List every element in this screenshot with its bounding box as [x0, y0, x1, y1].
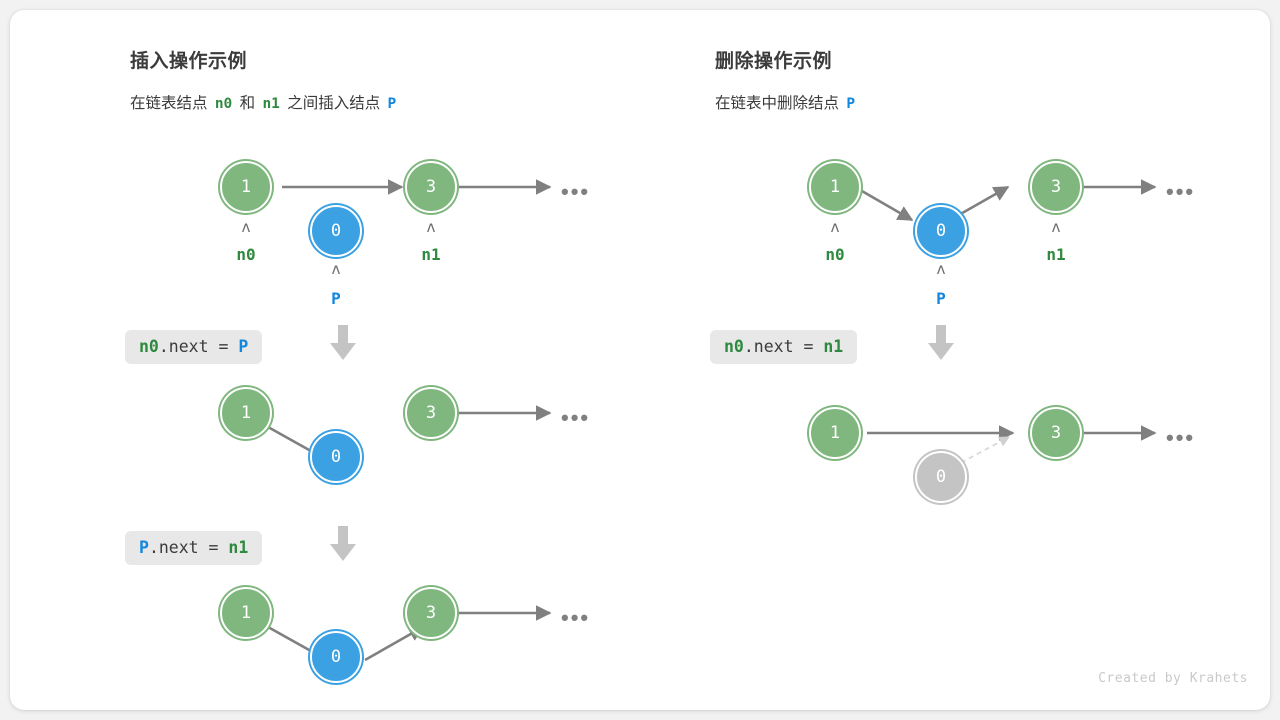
- caret-icon: ʌ: [426, 218, 436, 236]
- pointer-label-n0: n0: [236, 245, 256, 264]
- caret-icon: ʌ: [830, 218, 840, 236]
- node-value: 3: [405, 587, 457, 639]
- code-chip-delete-1: n0.next = n1: [710, 330, 858, 364]
- delete-panel-title: 删除操作示例: [715, 51, 833, 72]
- insert-panel-title: 插入操作示例: [130, 51, 248, 72]
- node-value: 0: [310, 431, 362, 483]
- down-arrow-icon: [330, 526, 356, 561]
- node-value: 1: [809, 161, 861, 213]
- pointer-label-n1: n1: [1046, 245, 1066, 264]
- caret-icon: ʌ: [331, 260, 341, 278]
- code-token-n0: n0: [139, 337, 159, 356]
- subtitle-text-3: 之间插入结点: [287, 95, 381, 112]
- subtitle-token-p: P: [387, 96, 397, 112]
- node-value-deleted: 0: [915, 451, 967, 503]
- subtitle-token-p: P: [846, 96, 856, 112]
- code-chip-insert-2: P.next = n1: [125, 531, 263, 565]
- pointer-label-n0: n0: [825, 245, 845, 264]
- code-chip-insert-1: n0.next = P: [125, 330, 263, 364]
- down-arrow-icon: [330, 325, 356, 360]
- node-value: 3: [405, 161, 457, 213]
- code-token-n0: n0: [724, 337, 744, 356]
- subtitle-text-1: 在链表结点: [130, 95, 208, 112]
- subtitle-text-2: 和: [239, 95, 256, 112]
- pointer-label-p: P: [331, 289, 341, 308]
- ellipsis-dots: •••: [1166, 179, 1196, 204]
- node-value: 0: [310, 631, 362, 683]
- panel-insert: 插入操作示例 在链表结点 n0 和 n1 之间插入结点 P: [120, 10, 710, 710]
- code-token-p: P: [139, 538, 149, 557]
- node-value: 3: [405, 387, 457, 439]
- ellipsis-dots: •••: [561, 405, 591, 430]
- node-value: 3: [1030, 161, 1082, 213]
- node-value: 1: [220, 387, 272, 439]
- node-value: 1: [220, 587, 272, 639]
- pointer-label-n1: n1: [421, 245, 441, 264]
- code-token-n1: n1: [823, 337, 844, 356]
- node-value: 1: [220, 161, 272, 213]
- caret-icon: ʌ: [1051, 218, 1061, 236]
- credit-text: Created by Krahets: [1098, 671, 1248, 686]
- code-token-p: P: [238, 337, 249, 356]
- code-token-n1: n1: [228, 538, 249, 557]
- ellipsis-dots: •••: [561, 179, 591, 204]
- insert-panel-subtitle: 在链表结点 n0 和 n1 之间插入结点 P: [130, 91, 399, 113]
- subtitle-token-n1: n1: [262, 96, 280, 112]
- code-token-next: .next =: [148, 538, 229, 557]
- code-token-next: .next =: [743, 337, 824, 356]
- subtitle-text-1: 在链表中删除结点: [715, 95, 840, 112]
- caret-icon: ʌ: [241, 218, 251, 236]
- node-value: 3: [1030, 407, 1082, 459]
- delete-connectors: [854, 179, 1157, 468]
- node-value: 1: [809, 407, 861, 459]
- ellipsis-dots: •••: [1166, 425, 1196, 450]
- ellipsis-dots: •••: [561, 605, 591, 630]
- caret-icon: ʌ: [936, 260, 946, 278]
- delete-panel-subtitle: 在链表中删除结点 P: [715, 91, 858, 113]
- node-value: 0: [310, 205, 362, 257]
- pointer-label-p: P: [936, 289, 946, 308]
- panel-delete: 删除操作示例 在链表中删除结点 P 1 0: [705, 10, 1270, 710]
- diagram-card: 插入操作示例 在链表结点 n0 和 n1 之间插入结点 P: [10, 10, 1270, 710]
- down-arrow-icon: [928, 325, 954, 360]
- code-token-next: .next =: [158, 337, 239, 356]
- subtitle-token-n0: n0: [214, 96, 233, 112]
- node-value: 0: [915, 205, 967, 257]
